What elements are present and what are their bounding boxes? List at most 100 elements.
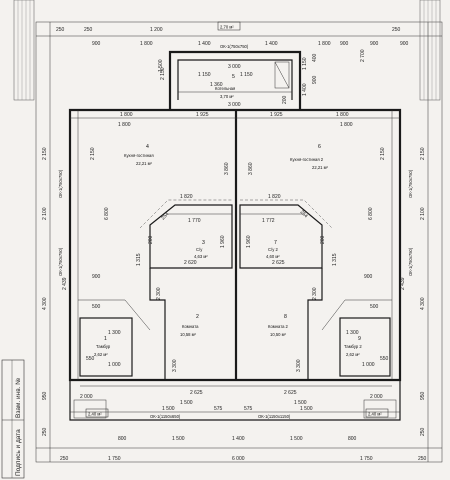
- bath-dim-10: 254: [160, 211, 170, 221]
- room-5-area: 3,70 м²: [220, 94, 234, 99]
- room-6-area: 22,21 м²: [312, 165, 329, 170]
- bottom-row1-2: 1 400: [232, 436, 245, 442]
- dim-top-row1-0: 900: [92, 41, 101, 47]
- bottom-row2-4: 250: [418, 456, 427, 462]
- room-8-name: Комната 2: [268, 324, 289, 329]
- bottom-row2-1: 1 750: [108, 456, 121, 462]
- room-9-area: 2,62 м²: [346, 352, 360, 357]
- bottom-badge-left: 2,40 м²: [85, 408, 109, 418]
- left-eave-strip: [13, 0, 35, 101]
- bath-dim-6: 1 960: [220, 235, 226, 248]
- room-5-num: 5: [232, 74, 235, 80]
- left-vert-4: 250: [42, 427, 48, 436]
- stamp-label-replaced-inv: Взам. инв. №: [15, 378, 22, 418]
- bottom-row1-3: 1 500: [290, 436, 303, 442]
- bath-dim-9: 1 315: [332, 253, 338, 266]
- dim-top-outer-right: 250: [392, 27, 401, 33]
- room-3-area: 4,63 м²: [194, 254, 208, 259]
- right-vert-3: 950: [420, 391, 426, 400]
- kitchen-vert-1: 3 860: [248, 162, 254, 175]
- kitchen-dim-3: 1 800: [336, 112, 349, 118]
- kitchen-dim-1: 1 925: [196, 112, 209, 118]
- bottom-win-dim-3: 575: [244, 406, 253, 412]
- bottom-win-dim-4: 1 500: [300, 406, 313, 412]
- room-2-area: 10,58 м²: [180, 332, 197, 337]
- stamp-label-signature: Подпись и дата: [15, 429, 22, 476]
- kitchen-vert-0: 3 860: [224, 162, 230, 175]
- bath-dim-7: 1 960: [246, 235, 252, 248]
- kitchen-mid-3: 1 800: [340, 122, 353, 128]
- boiler-annex: [168, 50, 302, 110]
- room-3-name: С/у: [196, 247, 203, 252]
- hall-dim-16: 550: [86, 356, 95, 362]
- bottom-window-label-0: ОК-1(1150х650): [150, 414, 181, 419]
- hall-dim-3: 1 500: [294, 400, 307, 406]
- room-2-num: 2: [196, 314, 199, 320]
- bottom-badge-right: 2,40 м²: [365, 408, 389, 418]
- hall-dim-8: 1 300: [108, 330, 121, 336]
- boiler-dim-0: 3 000: [228, 64, 241, 70]
- top-right-dim-0: 400: [312, 53, 318, 62]
- room-7-name: С/у 2: [268, 247, 278, 252]
- room-1-num: 1: [104, 336, 107, 342]
- hall-dim-4: 900: [92, 274, 101, 280]
- room-2-name: Комната: [182, 324, 199, 329]
- hall-dim-11: 2 300: [312, 287, 318, 300]
- room-4-name: Кухня-гостиная: [124, 153, 154, 158]
- bath-dim-11: 254: [299, 209, 309, 219]
- right-eave-strip: [419, 0, 441, 101]
- room-8-area: 10,50 м²: [270, 332, 287, 337]
- bathroom-right: [239, 199, 333, 269]
- kitchen-mid-1: 2 150: [90, 147, 96, 160]
- boiler-dim-4: 3 000: [228, 102, 241, 108]
- boiler-side-4: 200: [282, 95, 288, 104]
- hall-dim-2: 1 500: [180, 400, 193, 406]
- room-9-name: Тамбур 2: [344, 344, 362, 349]
- bottom-win-dim-5: 2 000: [370, 394, 383, 400]
- bath-dim-4: 1 772: [262, 218, 275, 224]
- top-right-dim-3: 900: [400, 41, 409, 47]
- room-8-num: 8: [284, 314, 287, 320]
- dim-top-outer-left: 250: [84, 27, 93, 33]
- left-vert-2: 4 300: [42, 297, 48, 310]
- title-block-strip: Взам. инв. № Подпись и дата: [1, 359, 25, 479]
- bath-dim-2: 2 620: [184, 260, 197, 266]
- svg-text:2,70 м²: 2,70 м²: [220, 25, 234, 30]
- hall-dim-9: 1 300: [346, 330, 359, 336]
- dim-top-row1-1: 1 800: [140, 41, 153, 47]
- hall-dim-15: 1 000: [362, 362, 375, 368]
- kitchen-mid-0: 1 800: [118, 122, 131, 128]
- bath-dim-13: 200: [320, 235, 326, 244]
- room-6-name: Кухня-гостиная 2: [290, 157, 324, 162]
- hall-dim-6: 500: [92, 304, 101, 310]
- top-right-dim-2: 2 700: [360, 49, 366, 62]
- lower-rooms: [78, 268, 392, 387]
- top-right-dim-1: 900: [340, 41, 349, 47]
- bath-dim-5: 2 625: [272, 260, 285, 266]
- boiler-dim-1: 1 150: [198, 72, 211, 78]
- svg-text:2,40 м²: 2,40 м²: [368, 412, 382, 417]
- room-9-num: 9: [358, 336, 361, 342]
- dim-top-row1-4: 1 800: [318, 41, 331, 47]
- boiler-side-0: 2 150: [160, 67, 166, 80]
- bath-dim-3: 1 820: [268, 194, 281, 200]
- bottom-row1-0: 800: [118, 436, 127, 442]
- room-4-num: 4: [146, 144, 149, 150]
- side-window-2: ОК-1(750x750): [58, 247, 63, 276]
- bottom-row1-1: 1 500: [172, 436, 185, 442]
- hall-dim-0: 2 625: [190, 390, 203, 396]
- kitchen-vert-2: 6 800: [104, 207, 110, 220]
- boiler-dim-2: 1 150: [240, 72, 253, 78]
- bottom-win-dim-1: 1 500: [162, 406, 175, 412]
- kitchen-vert-3: 6 800: [368, 207, 374, 220]
- right-vert-4: 250: [420, 427, 426, 436]
- dim-top-row1-2: 1 400: [198, 41, 211, 47]
- left-vert-1: 2 100: [42, 207, 48, 220]
- kitchen-mid-2: 2 150: [380, 147, 386, 160]
- right-vert-2: 4 300: [420, 297, 426, 310]
- right-vert-1: 2 100: [420, 207, 426, 220]
- top-left-dim-1: 1 500: [158, 59, 164, 72]
- dim-top-outer-mid: 1 200: [150, 27, 163, 33]
- room-6-num: 6: [318, 144, 321, 150]
